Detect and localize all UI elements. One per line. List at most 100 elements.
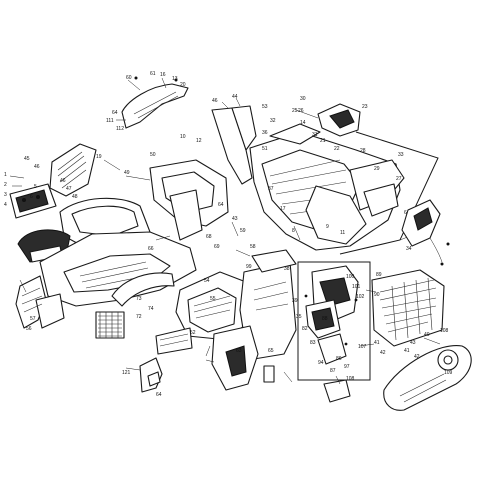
callout-label: 1 bbox=[4, 172, 7, 178]
front-grille-part bbox=[49, 143, 97, 197]
callout-label: 44 bbox=[232, 94, 238, 100]
center-dash-part bbox=[149, 159, 229, 241]
callout-label: 121 bbox=[122, 370, 131, 376]
callout-label: 4 bbox=[4, 202, 7, 208]
callout-label: 6 bbox=[404, 210, 407, 216]
front-skid-part bbox=[15, 275, 65, 329]
small-bracket-part bbox=[125, 357, 163, 393]
callout-label: 32 bbox=[270, 118, 276, 124]
callout-label: 88 bbox=[322, 316, 328, 322]
callout-label: 99 bbox=[246, 264, 252, 270]
belt-cover-part bbox=[383, 345, 472, 411]
callout-label: 46 bbox=[34, 164, 40, 170]
callout-label: 97 bbox=[344, 364, 350, 370]
callout-label: 56 bbox=[26, 326, 32, 332]
callout-label: 17 bbox=[280, 206, 286, 212]
callout-label: 57 bbox=[30, 316, 36, 322]
callout-label: 12 bbox=[196, 138, 202, 144]
callout-label: 26 bbox=[298, 108, 304, 114]
callout-labels: 60 61 16 13 20 111 112 64 46 44 53 1 2 3… bbox=[4, 71, 453, 398]
callout-label: 64 bbox=[218, 202, 224, 208]
callout-label: 65 bbox=[268, 348, 274, 354]
callout-label: 64 bbox=[156, 392, 162, 398]
callout-label: 46 bbox=[60, 178, 66, 184]
callout-label: 55 bbox=[210, 296, 216, 302]
label-plate-part bbox=[263, 365, 275, 383]
floorboard-part bbox=[175, 271, 249, 341]
callout-label: 60 bbox=[126, 75, 132, 81]
callout-label: 48 bbox=[72, 194, 78, 200]
callout-label: 108 bbox=[440, 328, 449, 334]
callout-label: 31 bbox=[312, 132, 318, 138]
upper-cover-part bbox=[116, 76, 189, 129]
callout-label: 112 bbox=[116, 126, 124, 132]
callout-label: 66 bbox=[148, 246, 154, 252]
radiator-grille-part bbox=[95, 311, 125, 339]
callout-label: 43 bbox=[232, 216, 238, 222]
callout-label: 87 bbox=[330, 368, 336, 374]
callout-label: 5 bbox=[34, 184, 37, 190]
callout-label: 89 bbox=[376, 272, 382, 278]
callout-label: 45 bbox=[24, 156, 30, 162]
callout-label: 68 bbox=[206, 234, 212, 240]
callout-label: 86 bbox=[336, 356, 342, 362]
callout-label: 102 bbox=[356, 294, 365, 300]
callout-label: 54 bbox=[204, 278, 210, 284]
callout-label: 41 bbox=[374, 340, 380, 346]
callout-label: 10 bbox=[180, 134, 186, 140]
rear-fender-assembly bbox=[249, 123, 401, 251]
callout-label: 61 bbox=[150, 71, 156, 77]
callout-label: 25 bbox=[292, 108, 298, 114]
callout-label: 69 bbox=[214, 244, 220, 250]
callout-label: 63 bbox=[236, 348, 242, 354]
callout-label: 13 bbox=[172, 76, 178, 82]
callout-label: 58 bbox=[250, 244, 256, 250]
callout-label: 53 bbox=[262, 104, 268, 110]
callout-label: 42 bbox=[380, 350, 386, 356]
callout-label: 43 bbox=[410, 340, 416, 346]
callout-label: 22 bbox=[334, 146, 340, 152]
callout-label: 50 bbox=[150, 152, 156, 158]
lower-shield-part bbox=[211, 325, 259, 391]
headlight-cluster-part bbox=[9, 183, 57, 219]
callout-label: 94 bbox=[318, 360, 324, 366]
callout-label: 20 bbox=[180, 82, 186, 88]
callout-label: 9 bbox=[326, 224, 329, 230]
callout-label: 38 bbox=[284, 266, 290, 272]
callout-label: 19 bbox=[96, 154, 102, 160]
top-right-bracket bbox=[295, 103, 361, 137]
callout-label: 111 bbox=[106, 118, 114, 124]
callout-label: 27 bbox=[396, 176, 402, 182]
callout-label: 42 bbox=[414, 354, 420, 360]
callout-label: 52 bbox=[190, 330, 196, 336]
callout-label: 46 bbox=[212, 98, 218, 104]
callout-label: 107 bbox=[358, 344, 367, 350]
callout-label: 33 bbox=[398, 152, 404, 158]
callout-label: 2 bbox=[4, 182, 7, 188]
callout-label: 16 bbox=[160, 72, 166, 78]
callout-label: 72 bbox=[136, 314, 142, 320]
callout-label: 101 bbox=[352, 284, 361, 290]
right-fender-flare bbox=[349, 159, 405, 217]
callout-label: 82 bbox=[302, 326, 308, 332]
callout-label: 74 bbox=[148, 306, 154, 312]
callout-label: 59 bbox=[240, 228, 246, 234]
callout-label: 36 bbox=[262, 130, 268, 136]
callout-label: 35 bbox=[296, 314, 302, 320]
side-cover-part bbox=[239, 249, 297, 361]
callout-label: 30 bbox=[300, 96, 306, 102]
callout-label: 11 bbox=[340, 230, 345, 236]
callout-label: 23 bbox=[362, 104, 368, 110]
callout-label: 29 bbox=[374, 166, 380, 172]
callout-label: 34 bbox=[406, 246, 412, 252]
wedge-part bbox=[323, 379, 351, 403]
callout-label: 109 bbox=[444, 370, 453, 376]
callout-label: 39 bbox=[292, 298, 298, 304]
callout-label: 100 bbox=[346, 274, 355, 280]
callout-label: 6 bbox=[30, 194, 33, 200]
callout-label: 41 bbox=[404, 348, 410, 354]
callout-label: 3 bbox=[4, 192, 7, 198]
callout-label: 21 bbox=[320, 138, 326, 144]
callout-label: 47 bbox=[66, 186, 72, 192]
